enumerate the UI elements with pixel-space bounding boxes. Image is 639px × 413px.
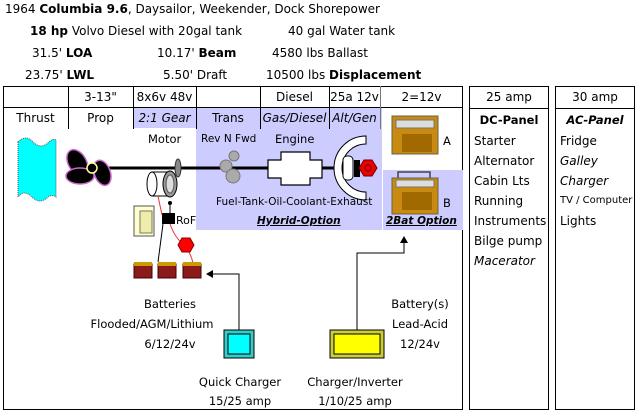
hybrid-option-label: Hybrid-Option <box>257 215 341 227</box>
drivetrain-diagram <box>3 86 463 410</box>
electric-motor-icon <box>146 158 182 198</box>
batteries-label: Batteries <box>143 297 197 311</box>
boat-title: 1964 Columbia 9.6, Daysailor, Weekender,… <box>5 2 380 16</box>
dc-item: Cabin Lts <box>474 174 530 188</box>
charger-inverter-lead <box>356 241 405 335</box>
arrow-left-icon <box>206 270 213 278</box>
boat-year: 1964 <box>5 2 36 16</box>
ac-panel: 30 amp AC-Panel Fridge Galley Charger TV… <box>555 86 635 410</box>
arrow-up-icon <box>400 236 408 243</box>
col-divider <box>329 86 330 129</box>
ac-item: Fridge <box>560 134 597 148</box>
dc-panel-amp: 25 amp <box>470 87 548 109</box>
wire-red <box>157 195 194 265</box>
spec-ballast: 4580 lbs Ballast <box>272 46 368 60</box>
ac-item: Charger <box>560 174 609 188</box>
water-tank: 40 gal Water tank <box>288 24 396 38</box>
ac-item: Lights <box>560 214 597 228</box>
motor-battery: 8x6v 48v <box>136 90 193 104</box>
charger-inverter-icon <box>329 329 385 359</box>
col-trans: Trans <box>212 111 244 125</box>
alt-rating: 25a 12v <box>330 90 379 104</box>
spec-displacement: 10500 lbs Displacement <box>266 68 422 82</box>
engine-spec: 18 hp Volvo Diesel with 20gal tank <box>30 24 242 38</box>
systems-label: Fuel-Tank-Oil-Coolant-Exhaust <box>216 196 373 208</box>
dc-item: Alternator <box>474 154 535 168</box>
col-divider <box>133 86 134 129</box>
col-gear: 2:1 Gear <box>138 111 191 125</box>
col-divider <box>68 86 69 129</box>
wire-black <box>157 223 164 263</box>
spec-draft: 5.50' Draft <box>163 68 228 82</box>
propeller-icon <box>65 148 112 187</box>
dc-panel-title: DC-Panel <box>479 113 539 127</box>
table-row-divider <box>3 107 463 108</box>
quick-charger-label: Quick Charger 15/25 amp <box>198 375 282 408</box>
batteries-voltage: 6/12/24v <box>144 337 196 351</box>
battery-b-label: B <box>443 196 451 210</box>
battery-a-label: A <box>443 134 451 148</box>
quick-charger-lead <box>212 273 240 332</box>
relay-icon <box>162 213 175 224</box>
battery-a-icon <box>391 115 439 155</box>
col-gas-diesel: Gas/Diesel <box>262 111 327 125</box>
switch-panel-icon <box>133 205 155 237</box>
dc-item: Bilge pump <box>474 234 543 248</box>
rev-fwd-label: Rev N Fwd <box>201 133 257 145</box>
engine-desc: Volvo Diesel with 20gal tank <box>68 24 243 38</box>
col-divider <box>380 86 381 129</box>
ac-panel-title: AC-Panel <box>566 113 624 127</box>
col-divider <box>260 86 261 129</box>
dc-item: Starter <box>474 134 516 148</box>
battery-bank-icon <box>133 262 202 279</box>
engine-hp: 18 hp <box>30 24 69 38</box>
spec-beam: 10.17' Beam <box>157 46 237 60</box>
charger-inverter-label: Charger/Inverter 1/10/25 amp <box>307 375 403 408</box>
fuel-type: Diesel <box>276 90 313 104</box>
battery-b-icon <box>391 171 439 215</box>
boat-uses: , Daysailor, Weekender, Dock Shorepower <box>127 2 380 16</box>
dc-panel: 25 amp DC-Panel Starter Alternator Cabin… <box>469 86 549 410</box>
engine-label: Engine <box>275 132 315 146</box>
battery-s-label: Battery(s) Lead-Acid 12/24v <box>391 297 449 351</box>
twobat-option-label: 2Bat Option <box>386 215 457 227</box>
engine-icon <box>267 151 323 186</box>
rof-label: RoF <box>176 214 197 227</box>
dc-item: Macerator <box>474 254 535 268</box>
gears-icon <box>219 150 241 184</box>
spec-loa: 31.5' LOA <box>32 46 93 60</box>
motor-label: Motor <box>148 132 182 146</box>
quick-charger-icon <box>223 329 255 359</box>
col-divider <box>196 86 197 129</box>
boat-model: Columbia 9.6 <box>39 2 128 16</box>
dc-item: Running <box>474 194 524 208</box>
alternator-icon <box>333 135 378 201</box>
ac-panel-amp: 30 amp <box>556 87 634 109</box>
col-alt-gen: Alt/Gen <box>332 111 377 125</box>
ac-item: TV / Computer <box>560 195 633 206</box>
battery-count: 2=12v <box>401 90 442 104</box>
ac-item: Galley <box>560 154 598 168</box>
dc-item: Instruments <box>474 214 547 228</box>
water-thrust-icon <box>17 137 57 202</box>
gear-highlight <box>133 108 196 128</box>
col-thrust: Thrust <box>16 111 55 125</box>
fuse-icon <box>177 237 195 253</box>
spec-lwl: 23.75' LWL <box>25 68 95 82</box>
prop-size: 3-13" <box>84 90 117 104</box>
batteries-types: Flooded/AGM/Lithium <box>90 317 214 331</box>
col-prop: Prop <box>87 111 114 125</box>
